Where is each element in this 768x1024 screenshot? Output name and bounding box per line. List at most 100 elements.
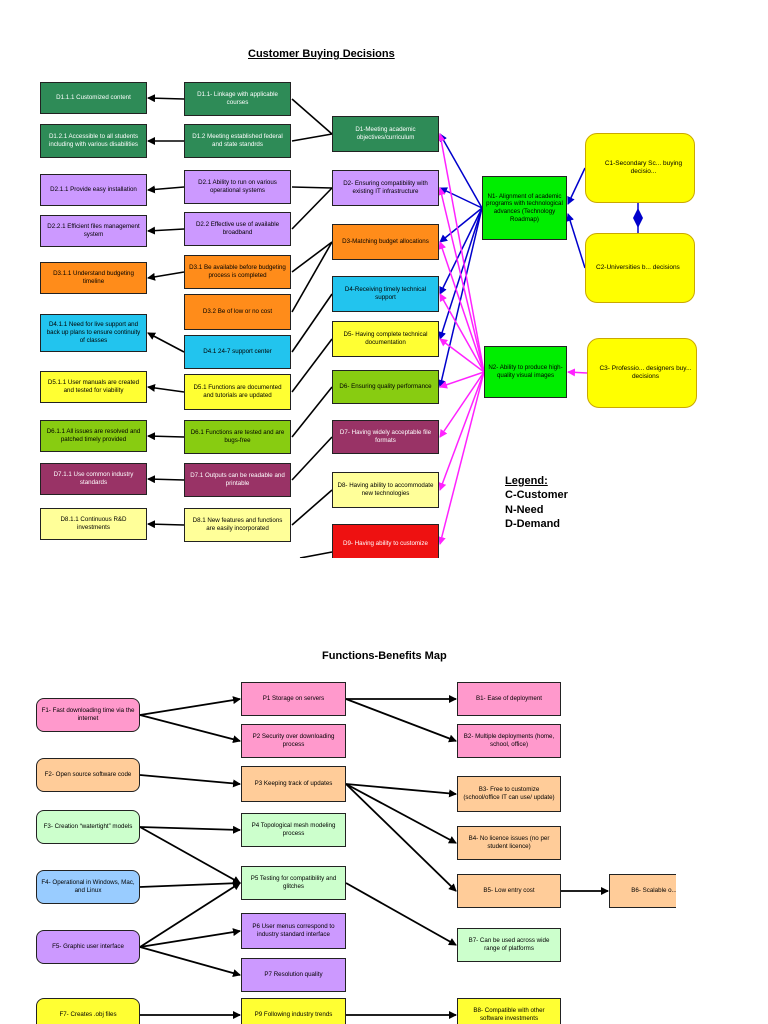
link-d2-to-d22 (291, 187, 333, 230)
need-box-n2: N2- Ability to produce high-quality visu… (484, 346, 567, 398)
demand-box-d12: D1.2 Meeting established federal and sta… (184, 124, 291, 158)
arrow-n2-to-d7 (439, 371, 485, 438)
demand-box-d211: D2.1.1 Provide easy installation (40, 174, 147, 206)
link-d7-to-d71 (291, 436, 333, 481)
link-d9-offpage (299, 551, 333, 558)
process-box-p1: P1 Storage on servers (241, 682, 346, 716)
arrow-n2-to-d5 (439, 338, 485, 373)
diagram2-title: Functions-Benefits Map (322, 650, 447, 662)
demand-box-d31: D3.1 Be available before budgeting proce… (184, 255, 291, 289)
legend-item-demand: D-Demand (505, 517, 561, 530)
process-box-p5: P5 Testing for compatibility and glitche… (241, 866, 346, 900)
link-d2-to-d21 (291, 186, 333, 189)
arrow-d61-to-d611 (147, 432, 185, 441)
arrow-c1-to-n1 (567, 167, 586, 205)
function-box-f1: F1- Fast downloading time via the intern… (36, 698, 140, 732)
customer-box-c2: C2-Universities b... decisions (585, 233, 695, 303)
demand-box-d11: D1.1- Linkage with applicable courses (184, 82, 291, 116)
arrow-p1-to-b2 (345, 698, 457, 743)
arrow-d11-to-d111 (147, 94, 185, 103)
demand-box-d3: D3-Matching budget allocations (332, 224, 439, 260)
arrow-n2-to-d2 (437, 187, 485, 373)
demand-box-d5: D5- Having complete technical documentat… (332, 321, 439, 357)
diagram1-title: Customer Buying Decisions (248, 48, 395, 60)
benefit-box-b7: B7- Can be used across wide range of pla… (457, 928, 561, 962)
arrow-n1-to-d1 (439, 133, 483, 209)
link-d1-to-d11 (291, 98, 333, 135)
function-box-f3: F3- Creation “watertight” models (36, 810, 140, 844)
benefit-box-b2: B2- Multiple deployments (home, school, … (457, 724, 561, 758)
demand-box-d711: D7.1.1 Use common industry standards (40, 463, 147, 495)
link-d8-to-d81 (291, 489, 333, 526)
customer-box-c3: C3- Professio... designers buy... decisi… (587, 338, 697, 408)
arrow-f5-to-p6 (139, 928, 241, 948)
demand-box-d71: D7.1 Outputs can be readable and printab… (184, 463, 291, 497)
benefit-box-b8: B8- Compatible with other software inves… (457, 998, 561, 1024)
demand-box-d121: D1.2.1 Accessible to all students includ… (40, 124, 147, 158)
demand-box-d21: D2.1 Ability to run on various operation… (184, 170, 291, 204)
demand-box-d2: D2- Ensuring compatibility with existing… (332, 170, 439, 206)
demand-box-d411: D4.1.1 Need for live support and back up… (40, 314, 147, 352)
link-d6-to-d61 (291, 386, 333, 438)
process-box-p4: P4 Topological mesh modeling process (241, 813, 346, 847)
arrow-d51-to-d511 (147, 384, 185, 393)
arrow-n2-to-d4 (439, 293, 485, 373)
demand-box-d111: D1.1.1 Customized content (40, 82, 147, 114)
arrow-p3-to-b3 (345, 783, 457, 798)
legend-title: Legend: (505, 475, 548, 487)
arrow-f3-to-p4 (139, 825, 241, 834)
arrow-n2-to-d9 (437, 371, 485, 545)
arrow-d22-to-d221 (147, 226, 185, 235)
demand-box-d61: D6.1 Functions are tested and are bugs-f… (184, 420, 291, 454)
demand-box-d6: D6- Ensuring quality performance (332, 370, 439, 404)
arrow-f5-to-p7 (139, 946, 241, 977)
diagram1-connectors (147, 94, 643, 558)
arrow-n2-to-d8 (438, 371, 485, 491)
arrow-f4-to-p5 (139, 879, 241, 888)
arrow-c2-to-n1 (566, 213, 586, 269)
arrow-n2-to-d3 (438, 241, 485, 373)
arrow-d31-to-d311 (147, 271, 185, 281)
demand-box-d51: D5.1 Functions are documented and tutori… (184, 374, 291, 410)
function-box-f2: F2- Open source software code (36, 758, 140, 792)
link-d3-to-d32 (291, 241, 333, 313)
arrow-n2-to-d6 (439, 371, 485, 389)
benefit-box-b3: B3- Free to customize (school/office IT … (457, 776, 561, 812)
demand-box-d1: D1-Meeting academic objectives/curriculu… (332, 116, 439, 152)
arrow-d81-to-d811 (147, 520, 185, 529)
process-box-p3: P3 Keeping track of updates (241, 766, 346, 802)
link-d3-to-d31 (291, 241, 333, 273)
process-box-p7: P7 Resolution quality (241, 958, 346, 992)
function-box-f7: F7- Creates .obj files (36, 998, 140, 1024)
process-box-p9: P9 Following industry trends (241, 998, 346, 1024)
arrow-p3-to-b4 (345, 783, 457, 844)
demand-box-d81: D8.1 New features and functions are easi… (184, 508, 291, 542)
demand-box-d32: D3.2 Be of low or no cost (184, 294, 291, 330)
arrow-n1-to-d6 (437, 207, 483, 388)
customer-box-c1: C1-Secondary Sc... buying decisio... (585, 133, 695, 203)
process-box-p6: P6 User menus correspond to industry sta… (241, 913, 346, 949)
demand-box-d4: D4-Receiving timely technical support (332, 276, 439, 312)
demand-box-d221: D2.2.1 Efficient files management system (40, 215, 147, 247)
arrow-f1-to-p2 (139, 714, 241, 744)
arrow-p5-to-b7 (345, 882, 457, 946)
legend-item-need: N-Need (505, 503, 544, 516)
legend-item-customer: C-Customer (505, 489, 568, 502)
arrow-f5-to-p5 (139, 882, 241, 948)
demand-box-d311: D3.1.1 Understand budgeting timeline (40, 262, 147, 294)
legend: Legend: C-Customer N-Need D-Demand (505, 474, 568, 531)
arrow-f2-to-p3 (139, 774, 241, 788)
demand-box-d9: D9- Having ability to customize (332, 524, 439, 558)
functions-benefits-map: F1- Fast downloading time via the intern… (36, 682, 676, 1024)
need-box-n1: N1- Alignment of academic programs with … (482, 176, 567, 240)
demand-box-d41: D4.1 24-7 support center (184, 335, 291, 369)
benefit-box-b6: B6- Scalable o... (609, 874, 676, 908)
demand-box-d8: D8- Having ability to accommodate new te… (332, 472, 439, 508)
arrow-f1-to-p1 (139, 696, 241, 716)
demand-box-d22: D2.2 Effective use of available broadban… (184, 212, 291, 246)
arrow-d41-to-d411 (147, 332, 185, 353)
link-d1-to-d12 (291, 133, 333, 142)
benefit-box-b4: B4- No licence issues (no per student li… (457, 826, 561, 860)
arrow-n1-to-d2 (439, 187, 483, 209)
